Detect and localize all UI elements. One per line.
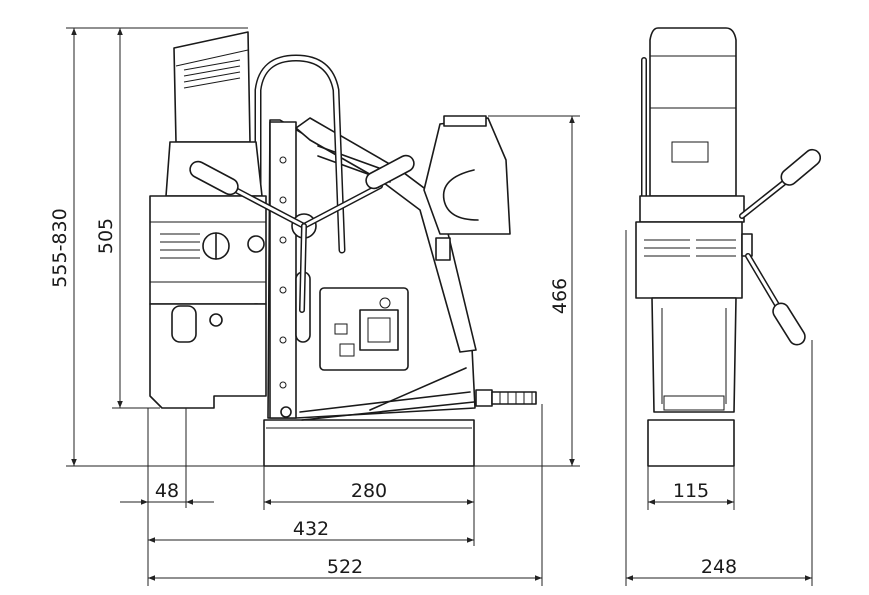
dim-spindle-offset: 48: [155, 480, 179, 502]
side-view: [149, 31, 537, 467]
coolant-valve: [435, 237, 451, 261]
feed-handle-left: [189, 160, 239, 196]
dim-total-length: 522: [327, 556, 363, 578]
front-feed-handle-upper: [780, 148, 822, 186]
feed-handle-right: [365, 154, 415, 190]
dim-column-height: 505: [95, 218, 117, 254]
front-gearbox-top: [639, 195, 745, 223]
dim-total-height: 555-830: [49, 208, 71, 287]
front-gearbox: [635, 221, 743, 299]
motor-top-housing: [173, 31, 251, 143]
control-panel-button: [359, 309, 399, 351]
dim-base-length: 280: [351, 480, 387, 502]
coolant-tank-cap: [443, 115, 487, 127]
base-screw: [280, 406, 292, 418]
dim-base-width: 115: [673, 480, 709, 502]
dim-reach-length: 432: [293, 518, 329, 540]
cable-strain-relief: [491, 391, 537, 405]
front-magnetic-base: [647, 419, 735, 467]
magnetic-base: [263, 419, 475, 467]
dim-total-width: 248: [701, 556, 737, 578]
front-motor-housing: [649, 27, 737, 197]
front-feed-handle-lower: [772, 302, 806, 346]
front-spindle-column: [651, 297, 737, 413]
dim-base-to-motor: 466: [549, 278, 571, 314]
dimension-labels: 555-830 505 466 48 280 432 522 115 248: [49, 208, 737, 578]
coolant-tank: [423, 117, 511, 235]
spindle-housing: [149, 303, 267, 409]
cable-grommet: [475, 389, 493, 407]
dimension-lines: [66, 27, 813, 586]
front-view: [635, 27, 822, 467]
guide-rail: [269, 121, 297, 419]
